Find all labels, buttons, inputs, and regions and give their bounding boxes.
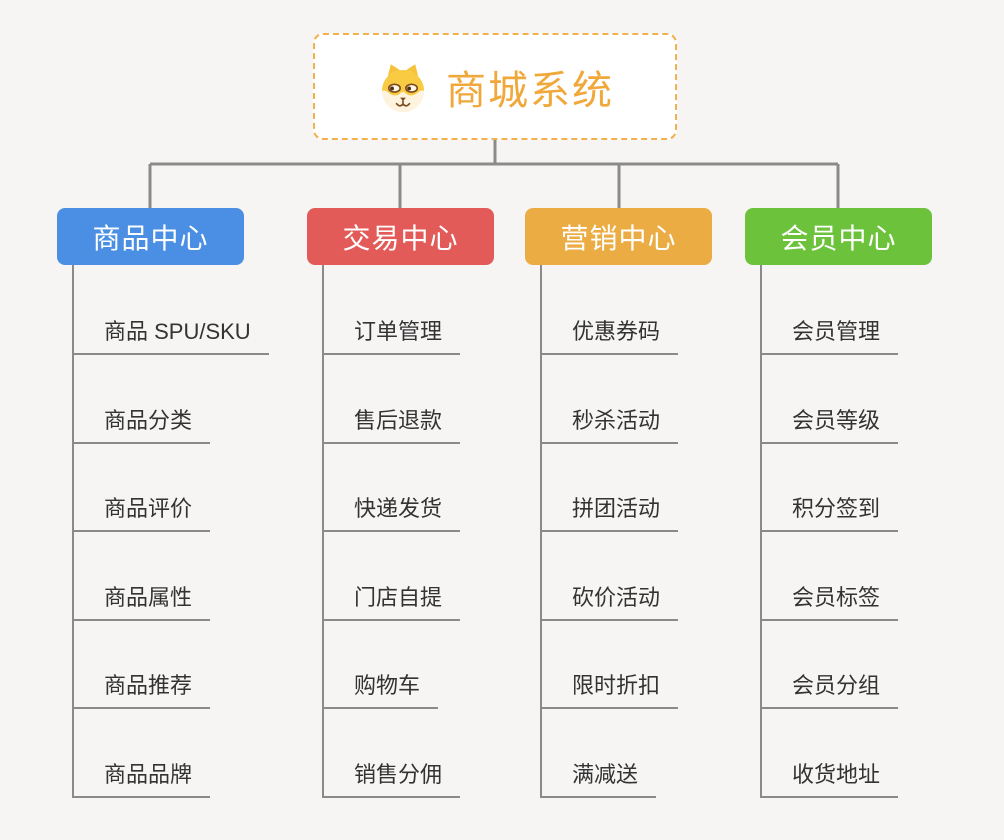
leaf-node[interactable]: 快递发货: [322, 491, 461, 533]
leaf-node[interactable]: 会员等级: [760, 403, 899, 444]
branch-node[interactable]: 会员中心: [745, 208, 932, 265]
dog-face-icon: [376, 61, 430, 113]
branch-children-column: 订单管理售后退款快递发货门店自提购物车销售分佣: [322, 265, 554, 798]
root-topic-node[interactable]: 商城系统: [313, 33, 677, 140]
leaf-node[interactable]: 商品品牌: [72, 757, 211, 798]
leaf-node[interactable]: 销售分佣: [322, 757, 461, 798]
leaf-node[interactable]: 商品属性: [72, 580, 211, 621]
branch-children-column: 优惠券码秒杀活动拼团活动砍价活动限时折扣满减送: [540, 265, 772, 798]
leaf-node[interactable]: 满减送: [540, 757, 657, 798]
branch-children-column: 商品 SPU/SKU 商品分类商品评价商品属性商品推荐商品品牌: [72, 265, 304, 798]
leaf-node[interactable]: 售后退款: [322, 403, 461, 444]
root-topic-label: 商城系统: [446, 68, 614, 113]
leaf-node[interactable]: 商品评价: [72, 491, 211, 533]
leaf-node[interactable]: 商品分类: [72, 403, 211, 444]
leaf-node[interactable]: 限时折扣: [540, 668, 679, 710]
leaf-node[interactable]: 优惠券码: [540, 314, 679, 355]
leaf-node[interactable]: 收货地址: [760, 757, 899, 798]
branch-children-column: 会员管理会员等级积分签到会员标签会员分组收货地址: [760, 265, 992, 798]
leaf-node[interactable]: 会员标签: [760, 580, 899, 621]
branch-node[interactable]: 交易中心: [307, 208, 494, 265]
leaf-node[interactable]: 砍价活动: [540, 580, 679, 621]
leaf-node[interactable]: 秒杀活动: [540, 403, 679, 444]
leaf-node[interactable]: 会员管理: [760, 314, 899, 355]
leaf-node[interactable]: 拼团活动: [540, 491, 679, 533]
leaf-node[interactable]: 积分签到: [760, 491, 899, 533]
leaf-node[interactable]: 商品推荐: [72, 668, 211, 710]
leaf-node[interactable]: 会员分组: [760, 668, 899, 710]
leaf-node[interactable]: 订单管理: [322, 314, 461, 355]
leaf-node[interactable]: 门店自提: [322, 580, 461, 621]
branch-node[interactable]: 商品中心: [57, 208, 244, 265]
leaf-node[interactable]: 购物车: [322, 668, 439, 710]
branch-node[interactable]: 营销中心: [525, 208, 712, 265]
leaf-node[interactable]: 商品 SPU/SKU: [72, 314, 269, 355]
